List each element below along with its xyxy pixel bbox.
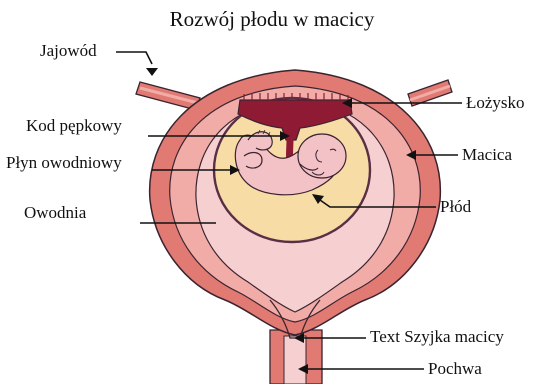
label-lozysko: Łożysko [466, 93, 525, 112]
arrowhead-jajowod [146, 68, 158, 76]
fallopian-tube-right [408, 80, 452, 106]
label-szyjka-macicy: Text Szyjka macicy [370, 327, 504, 346]
label-macica: Macica [462, 145, 512, 164]
label-owodnia: Owodnia [24, 203, 87, 222]
diagram-title: Rozwój płodu w macicy [170, 7, 375, 31]
label-kod-pepkowy: Kod pępkowy [26, 116, 122, 135]
label-plyn-owodniowy: Płyn owodniowy [6, 153, 122, 172]
fallopian-tube-left [136, 82, 200, 110]
label-jajowod: Jajowód [40, 41, 97, 60]
label-pochwa: Pochwa [428, 359, 482, 378]
label-plod: Płód [440, 197, 472, 216]
leader-jajowod [116, 52, 152, 64]
